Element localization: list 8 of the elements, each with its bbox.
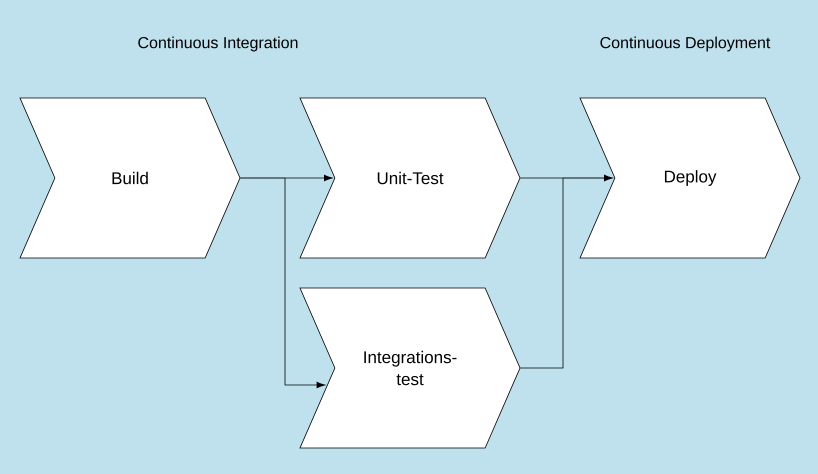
chevron-step: Build xyxy=(19,98,240,258)
chevron-step: Unit-Test xyxy=(299,98,520,258)
arrow xyxy=(240,178,326,388)
chevron-step: Integrations- test xyxy=(299,288,520,448)
section-heading: Continuous Deployment xyxy=(600,36,770,52)
chevron-step: Deploy xyxy=(579,98,800,258)
section-heading: Continuous Integration xyxy=(138,36,298,52)
arrow xyxy=(520,174,613,368)
